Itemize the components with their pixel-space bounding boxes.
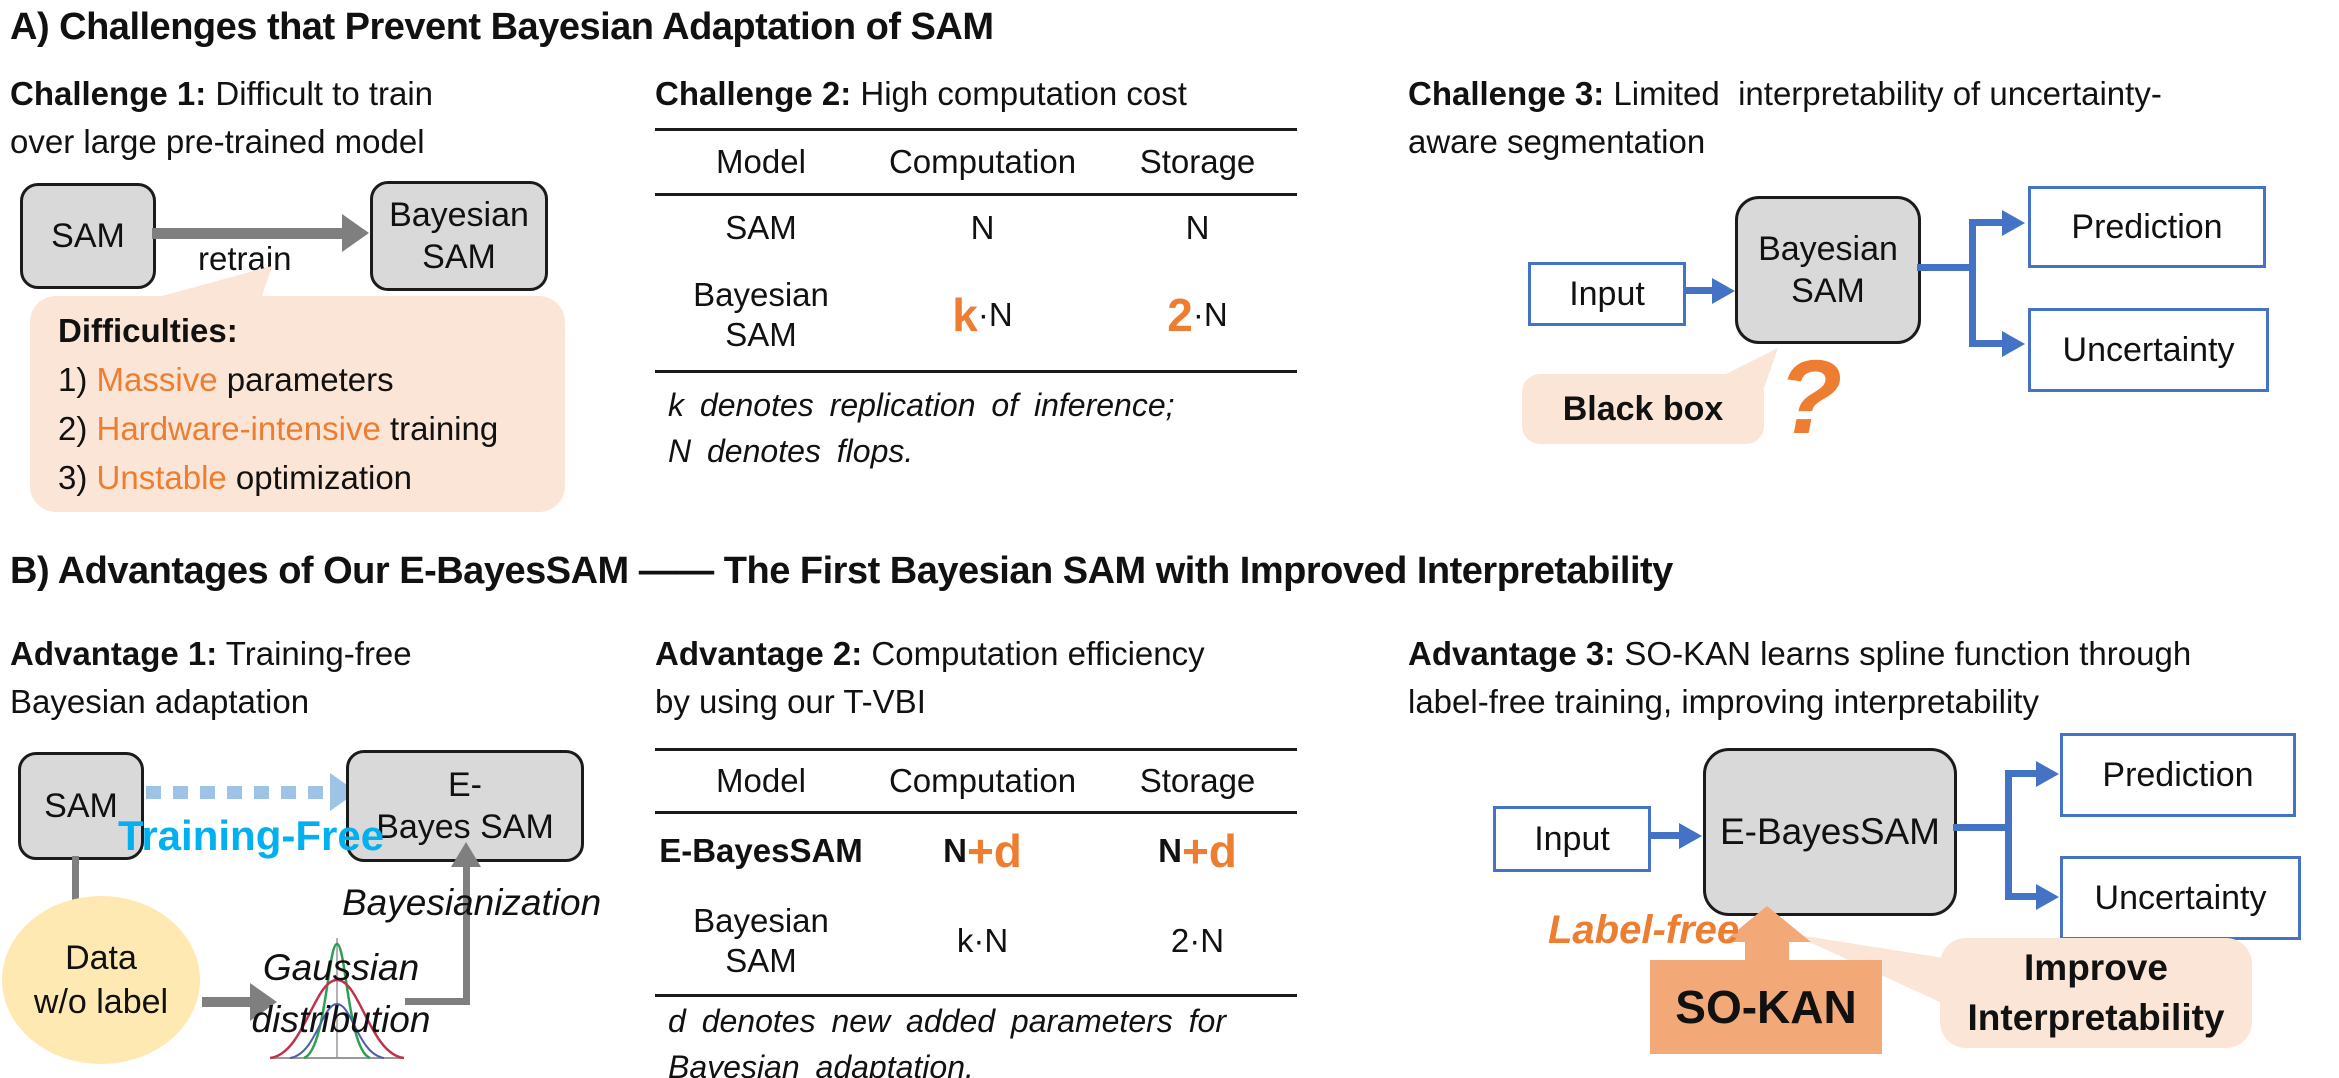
branch-connector [1969, 219, 1976, 347]
question-mark-icon: ? [1778, 339, 1843, 456]
sam-to-data-connector [72, 856, 79, 904]
prediction-node: Prediction [2060, 733, 2296, 817]
uncertainty-arrow-head-icon [2002, 331, 2025, 357]
sokan-arrow-stem [1745, 940, 1789, 962]
bayesianization-arrow-head-icon [451, 842, 481, 867]
difficulty-item: 3) Unstable optimization [58, 459, 413, 496]
uncertainty-node: Uncertainty [2060, 856, 2301, 940]
branch-connector [1976, 340, 2004, 347]
sam-node: SAM [20, 183, 156, 289]
retrain-arrow-shaft [152, 228, 346, 239]
branch-connector [2005, 770, 2012, 900]
branch-connector [2012, 770, 2038, 777]
challenge1-heading-bold: Challenge 1: [10, 75, 207, 112]
col-header-computation: Computation [888, 143, 1077, 180]
sokan-arrow-head-icon [1723, 906, 1811, 942]
difficulties-list: Difficulties: 1) Massive parameters 2) H… [58, 306, 498, 502]
training-free-label: Training-Free [118, 812, 385, 859]
gaussian-to-ebayes-connector [405, 998, 470, 1005]
bayesianization-label: Bayesianization [342, 882, 602, 923]
input-arrow-head-icon [1679, 823, 1702, 849]
advantage3-heading: Advantage 3: SO-KAN learns spline functi… [1408, 635, 2192, 720]
gaussian-to-ebayes-connector [463, 864, 470, 1005]
input-node: Input [1493, 806, 1651, 872]
data-to-gaussian-arrow-shaft [202, 997, 252, 1007]
label-free-label: Label-free [1548, 908, 1740, 952]
input-arrow-shaft [1649, 832, 1681, 839]
advantage1-heading-bold: Advantage 1: [10, 635, 218, 672]
table-header-row: Model Computation Storage [655, 131, 1297, 196]
table-row: E-BayesSAM N+d N+d [659, 825, 1237, 877]
prediction-arrow-head-icon [2002, 210, 2025, 236]
challenge3-heading: Challenge 3: Limited interpretability of… [1408, 75, 2162, 160]
difficulties-bubble-tail-icon [140, 266, 272, 302]
retrain-arrow-label: retrain [198, 240, 292, 277]
section-a-title: A) Challenges that Prevent Bayesian Adap… [10, 6, 994, 48]
col-header-computation: Computation [888, 762, 1077, 799]
challenge2-heading-bold: Challenge 2: [655, 75, 852, 112]
ebayes-sam-node: E-BayesSAM [1703, 748, 1957, 916]
advantage2-heading-bold: Advantage 2: [655, 635, 863, 672]
gaussian-curves-illustration [269, 938, 405, 1060]
col-header-model: Model [716, 143, 806, 180]
sam-node: SAM [18, 752, 144, 860]
difficulties-title: Difficulties: [58, 312, 238, 349]
challenge2-table-footnote: k denotes replication of inference;N den… [668, 387, 1175, 469]
branch-connector [1976, 219, 2004, 226]
uncertainty-node: Uncertainty [2028, 308, 2269, 392]
table-header-row: Model Computation Storage [655, 751, 1297, 814]
challenge3-heading-bold: Challenge 3: [1408, 75, 1605, 112]
training-free-arrow-shaft [146, 786, 332, 799]
prediction-arrow-head-icon [2036, 761, 2059, 787]
input-node: Input [1528, 262, 1686, 326]
branch-connector [1917, 264, 1975, 271]
retrain-arrow-head-icon [342, 214, 369, 252]
branch-connector [1953, 824, 2011, 831]
difficulties-bubble [30, 296, 565, 512]
sokan-node: SO-KAN [1650, 960, 1882, 1054]
col-header-model: Model [716, 762, 806, 799]
col-header-storage: Storage [1139, 143, 1256, 180]
section-b-title: B) Advantages of Our E-BayesSAM —— The F… [10, 550, 1673, 592]
advantage2-table: Model Computation Storage E-BayesSAM N+d… [655, 748, 1297, 997]
data-to-gaussian-arrow-head-icon [250, 983, 277, 1021]
difficulty-item: 2) Hardware-intensive training [58, 410, 499, 447]
challenge2-heading: Challenge 2: High computation cost [655, 75, 1187, 112]
uncertainty-arrow-head-icon [2036, 884, 2059, 910]
prediction-node: Prediction [2028, 186, 2266, 268]
difficulty-item: 1) Massive parameters [58, 361, 394, 398]
advantage3-heading-bold: Advantage 3: [1408, 635, 1616, 672]
blackbox-bubble: Black box [1522, 374, 1764, 444]
branch-connector [2012, 893, 2038, 900]
table-row: SAM N N [725, 209, 1210, 246]
input-arrow-head-icon [1712, 278, 1735, 304]
challenge2-table: Model Computation Storage SAM N N Bayesi… [655, 128, 1297, 373]
col-header-storage: Storage [1139, 762, 1256, 799]
input-arrow-shaft [1684, 287, 1714, 294]
